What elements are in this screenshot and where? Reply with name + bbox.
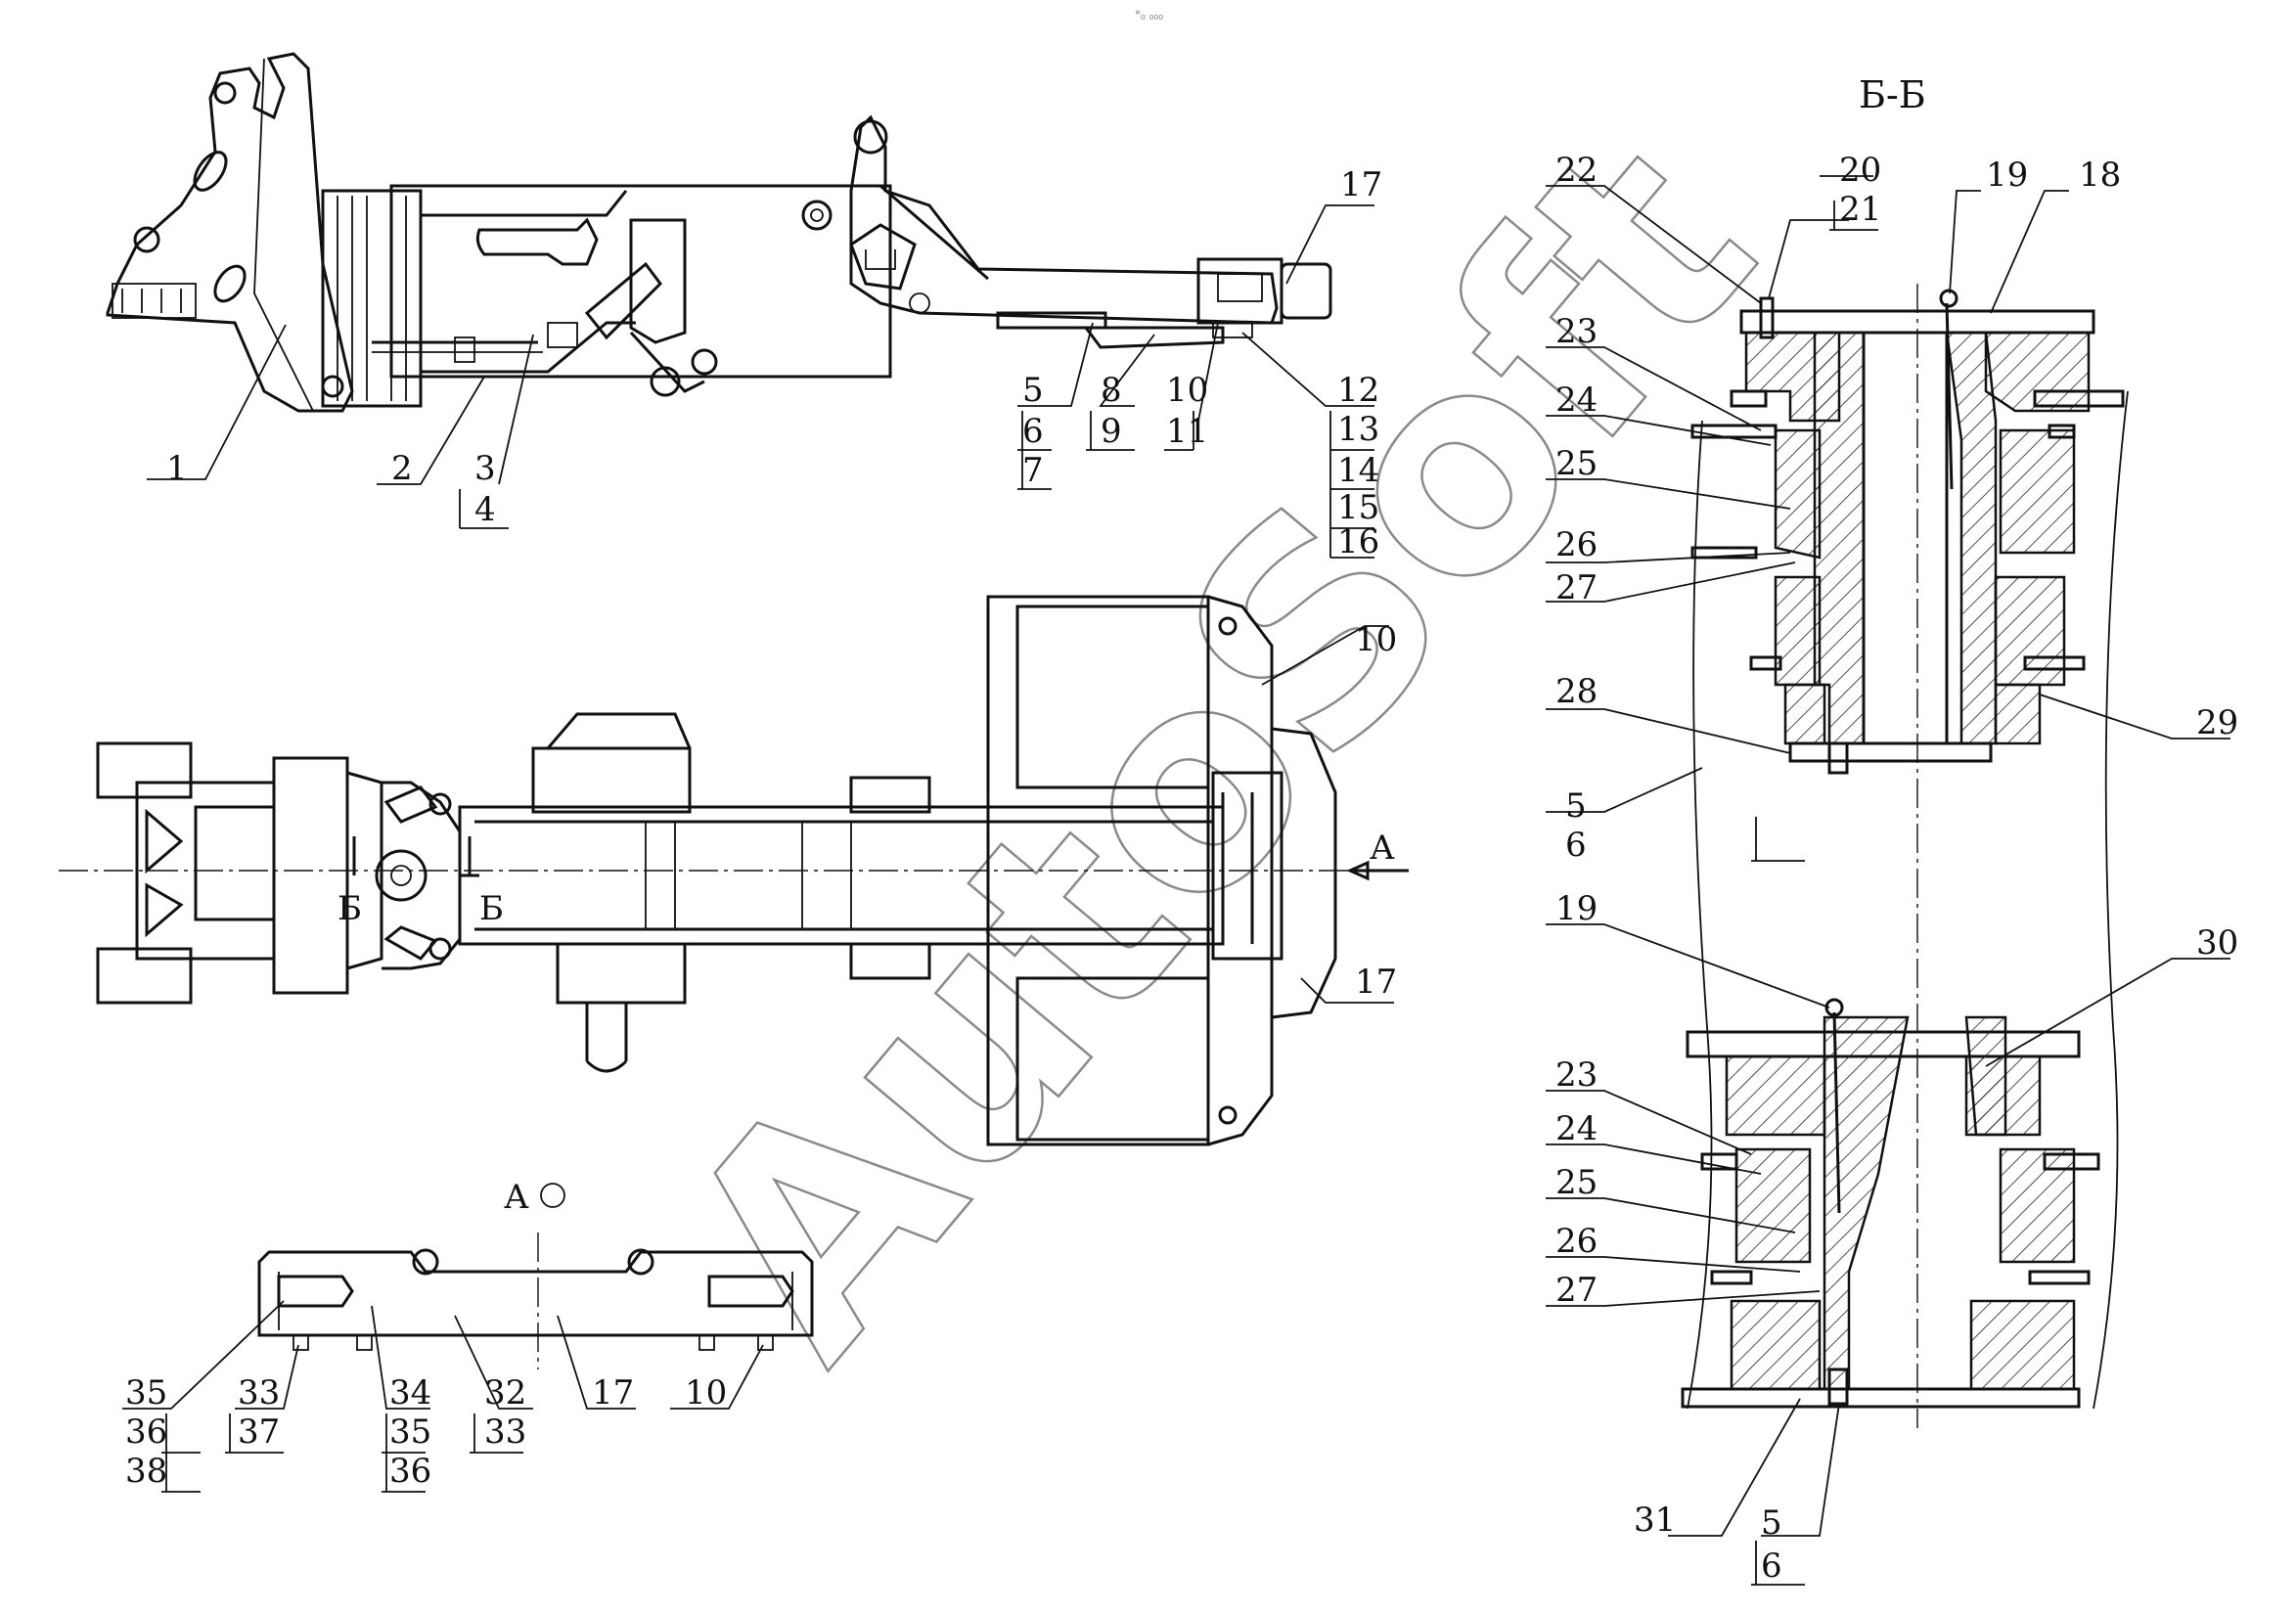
label-34: 34 (389, 1373, 431, 1412)
label-27: 27 (1555, 568, 1598, 607)
label-33-b: 33 (484, 1412, 526, 1452)
section-title: Б-Б (1859, 73, 1926, 116)
label-12: 12 (1337, 371, 1379, 410)
section-mark-left: Б (338, 889, 362, 928)
side-view: 1 2 3 4 5 6 7 8 9 10 11 12 13 14 15 16 1… (106, 52, 1382, 561)
label-24-lower: 24 (1555, 1109, 1598, 1148)
label-19-lower: 19 (1555, 889, 1598, 928)
label-35-b: 35 (389, 1412, 431, 1452)
label-5-upper: 5 (1565, 786, 1587, 826)
label-16: 16 (1337, 522, 1379, 561)
label-37: 37 (238, 1412, 280, 1452)
label-10-plan: 10 (1355, 620, 1397, 659)
label-26: 26 (1555, 525, 1598, 564)
label-13: 13 (1337, 410, 1379, 449)
label-5-lower: 5 (1761, 1503, 1782, 1543)
label-23-lower: 23 (1555, 1055, 1598, 1095)
label-35-a: 35 (125, 1373, 167, 1412)
label-20: 20 (1839, 151, 1881, 190)
label-9: 9 (1101, 412, 1122, 451)
label-24: 24 (1555, 381, 1598, 420)
label-6-upper: 6 (1565, 826, 1587, 865)
section-view: Б-Б (1546, 73, 2238, 1586)
view-a-label: А (504, 1178, 529, 1217)
label-17-a: 17 (592, 1373, 634, 1412)
label-17-plan: 17 (1355, 963, 1397, 1002)
label-10: 10 (1166, 371, 1208, 410)
label-19: 19 (1986, 156, 2028, 195)
label-11: 11 (1166, 412, 1208, 451)
plan-view: Б Б А 10 17 (59, 595, 1409, 1146)
label-10-a: 10 (685, 1373, 727, 1412)
label-38: 38 (125, 1452, 167, 1491)
label-33-a: 33 (238, 1373, 280, 1412)
label-27-lower: 27 (1555, 1271, 1598, 1310)
label-4: 4 (474, 490, 496, 529)
label-21: 21 (1839, 190, 1881, 229)
label-18: 18 (2079, 156, 2121, 195)
label-8: 8 (1101, 371, 1122, 410)
label-25: 25 (1555, 444, 1598, 483)
label-6-lower: 6 (1761, 1547, 1782, 1586)
label-30: 30 (2196, 923, 2238, 963)
label-31: 31 (1634, 1501, 1676, 1540)
label-36-b: 36 (389, 1452, 431, 1491)
label-5: 5 (1022, 371, 1044, 410)
label-25-lower: 25 (1555, 1163, 1598, 1202)
section-mark-right: Б (479, 889, 504, 928)
label-7: 7 (1022, 451, 1044, 490)
label-17: 17 (1340, 165, 1382, 204)
header-mark: °₀ ₀₀₀ (1135, 9, 1163, 22)
label-2: 2 (391, 449, 413, 488)
label-28: 28 (1555, 672, 1598, 711)
arrow-a-label: А (1370, 829, 1395, 868)
label-14: 14 (1337, 451, 1379, 490)
label-32: 32 (484, 1373, 526, 1412)
label-36-a: 36 (125, 1412, 167, 1452)
view-a: А 35 36 38 33 37 34 35 36 32 33 17 10 (122, 1178, 814, 1493)
label-1: 1 (166, 449, 188, 488)
label-15: 15 (1337, 488, 1379, 527)
label-22: 22 (1555, 151, 1598, 190)
label-26-lower: 26 (1555, 1222, 1598, 1261)
label-29: 29 (2196, 703, 2238, 742)
label-3: 3 (474, 449, 496, 488)
label-23: 23 (1555, 312, 1598, 351)
label-6: 6 (1022, 412, 1044, 451)
